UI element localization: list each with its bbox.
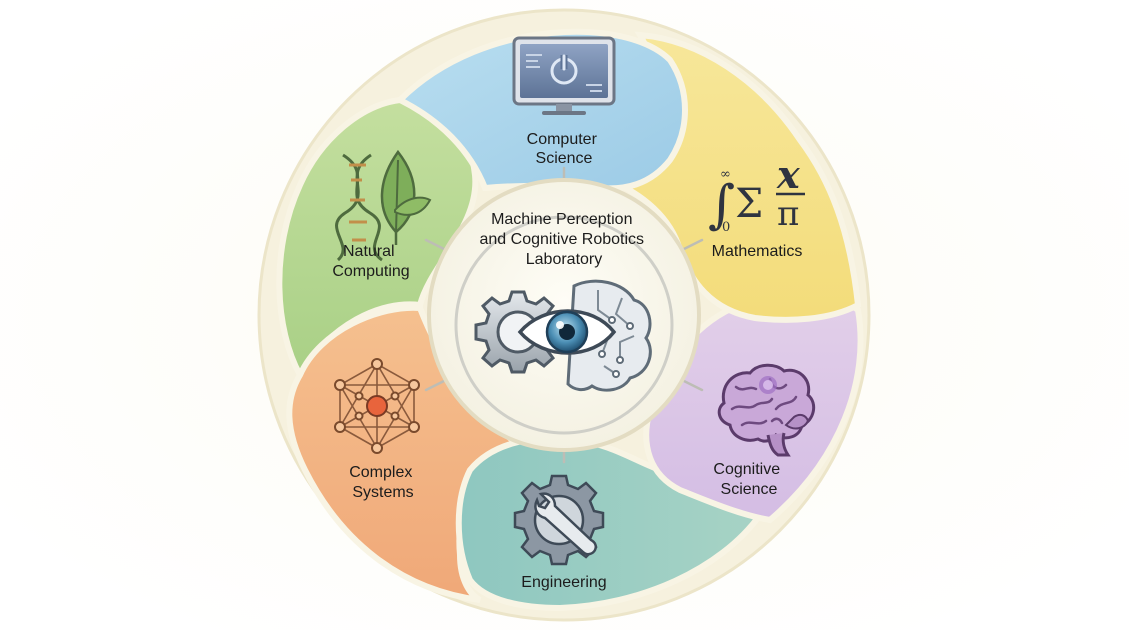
- label-natural-computing-line-1: Natural: [343, 243, 395, 260]
- label-complex-systems-line-2: Systems: [352, 484, 413, 501]
- label-mathematics-line-1: Mathematics: [712, 243, 803, 260]
- network-icon: [334, 358, 420, 454]
- label-natural-computing: Natural Computing: [332, 243, 409, 280]
- math-symbols-icon: ∫ ∞ 0 Σ x π: [708, 152, 805, 235]
- svg-text:0: 0: [722, 220, 730, 235]
- segment-labels: Computer Science Mathematics Cognitive S…: [332, 131, 802, 591]
- label-computer-science-line-2: Science: [536, 150, 593, 167]
- label-cognitive-science-line-1: Cognitive: [713, 461, 780, 478]
- label-engineering: Engineering: [521, 574, 606, 591]
- label-cognitive-science: Cognitive Science: [713, 461, 784, 498]
- label-complex-systems-line-1: Complex: [349, 464, 412, 481]
- label-cognitive-science-line-2: Science: [721, 481, 778, 498]
- center-title: Machine Perception and Cognitive Robotic…: [480, 211, 649, 268]
- center-inner-ring: [454, 215, 674, 435]
- label-engineering-line-1: Engineering: [521, 574, 606, 591]
- label-computer-science: Computer Science: [527, 131, 602, 167]
- svg-text:∞: ∞: [720, 167, 731, 182]
- dna-leaf-icon: [335, 149, 432, 262]
- brain-icon: [717, 363, 816, 457]
- svg-text:x: x: [776, 152, 801, 197]
- label-complex-systems: Complex Systems: [349, 464, 417, 501]
- label-natural-computing-line-2: Computing: [332, 263, 409, 280]
- svg-text:Σ: Σ: [735, 181, 763, 227]
- center-title-line-2: and Cognitive Robotics: [480, 231, 645, 248]
- monitor-power-icon: [512, 36, 616, 115]
- label-mathematics: Mathematics: [712, 243, 803, 260]
- svg-text:π: π: [777, 194, 799, 234]
- label-computer-science-line-1: Computer: [527, 131, 598, 148]
- gear-eye-brain-icon: [474, 279, 652, 392]
- center-title-line-1: Machine Perception: [491, 211, 632, 228]
- svg-text:∫: ∫: [708, 175, 735, 235]
- gear-wrench-icon: [513, 474, 605, 566]
- center-title-line-3: Laboratory: [526, 251, 603, 268]
